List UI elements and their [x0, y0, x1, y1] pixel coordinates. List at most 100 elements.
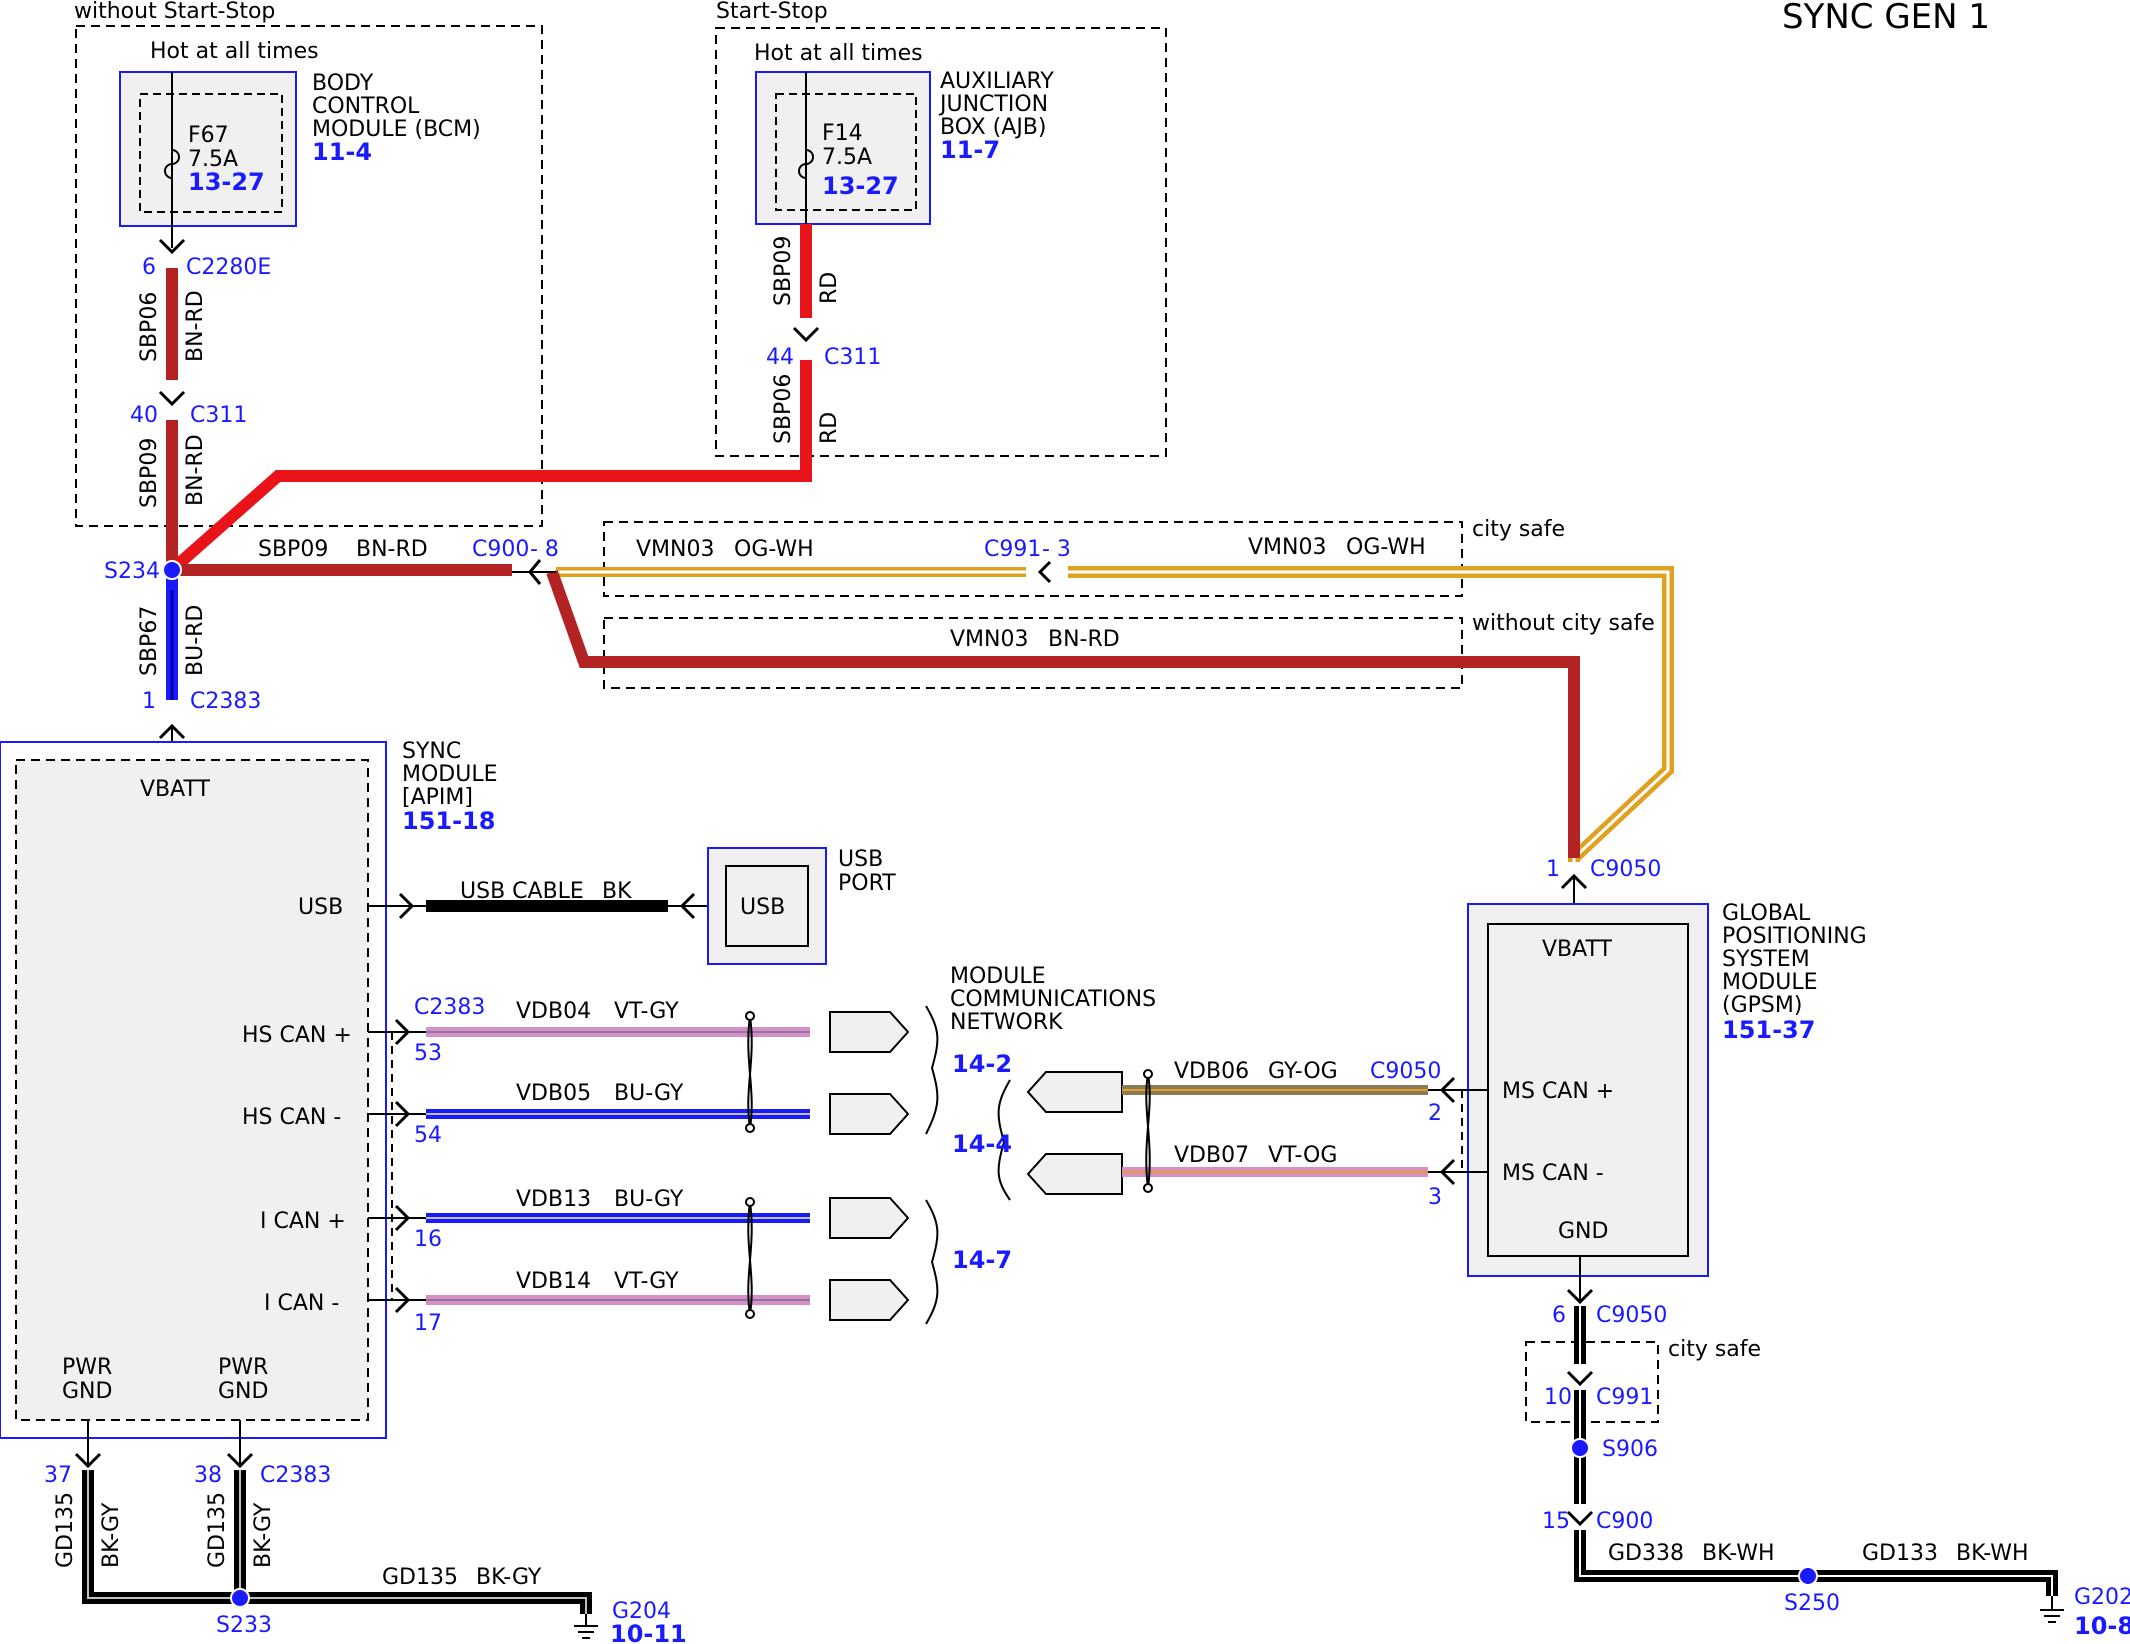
pin-38: 38 — [194, 1463, 222, 1488]
pin-c991-3: - 3 — [1042, 537, 1071, 562]
connector-c900: C900 — [472, 537, 529, 562]
pin-c9050-1: 1 — [1546, 857, 1560, 882]
label-gy-og: GY-OG — [1268, 1059, 1338, 1084]
gpsm-page-ref: 151-37 — [1722, 1016, 1815, 1044]
sync-module-inner — [15, 759, 369, 1421]
network-ref-14-4: 14-4 — [952, 1130, 1012, 1158]
pin-37: 37 — [44, 1463, 72, 1488]
right-ground-leads — [1566, 1256, 1594, 1527]
connector-c900-gnd: C900 — [1596, 1509, 1653, 1534]
sync-hs-can-minus: HS CAN - — [242, 1105, 341, 1130]
ajb-hot-label: Hot at all times — [754, 41, 923, 66]
label-bn-rd-vmn: BN-RD — [1048, 627, 1120, 652]
ajb-fuse-ref: 13-27 — [822, 172, 899, 200]
label-vdb06: VDB06 — [1174, 1059, 1249, 1084]
splice-s233-label: S233 — [216, 1613, 272, 1638]
splice-s250 — [1798, 1566, 1818, 1586]
pin-16: 16 — [414, 1227, 442, 1252]
pin-c2280e: 6 — [142, 255, 156, 280]
label-vt-og: VT-OG — [1268, 1143, 1337, 1168]
wire-gd135-h — [240, 1592, 592, 1614]
ground-g202-label: G202 — [2074, 1585, 2130, 1610]
pin-c9050-6: 6 — [1552, 1303, 1566, 1328]
bcm-hot-label: Hot at all times — [150, 39, 319, 64]
label-sbp09-ajb: SBP09 — [771, 236, 796, 306]
connector-c9050-mid: C9050 — [1370, 1059, 1441, 1084]
label-sbp67: SBP67 — [137, 606, 162, 676]
splice-s234 — [162, 560, 182, 580]
gpsm-name3: SYSTEM — [1722, 947, 1810, 972]
connector-c2383-gnd: C2383 — [260, 1463, 331, 1488]
connector-c991: C991 — [984, 537, 1041, 562]
sync-name-line1: SYNC — [402, 739, 461, 764]
label-sbp09-horizontal: SBP09 — [258, 537, 328, 562]
sync-gnd-2: GND — [218, 1379, 268, 1404]
pin-53: 53 — [414, 1041, 442, 1066]
label-bn-rd-2: BN-RD — [183, 434, 208, 506]
ajb-inner-box — [775, 93, 917, 211]
wire-gd133 — [1808, 1570, 2058, 1596]
can-lead-lines — [368, 1031, 426, 1301]
zone-city-safe — [603, 521, 1463, 597]
label-bn-rd-horizontal: BN-RD — [356, 537, 428, 562]
bcm-fuse-rating: 7.5A — [188, 147, 238, 172]
label-gd135-b: GD135 — [205, 1492, 230, 1568]
gpsm-name4: MODULE — [1722, 970, 1818, 995]
wire-vmn03-og-wh-2-stripe — [1068, 570, 1670, 862]
label-vdb13: VDB13 — [516, 1187, 591, 1212]
label-bk-gy-a: BK-GY — [99, 1502, 124, 1568]
splice-s906-label: S906 — [1602, 1437, 1658, 1462]
ground-g202-page: 10-8 — [2074, 1612, 2130, 1640]
connector-arrows — [158, 238, 1588, 890]
network-name2: COMMUNICATIONS — [950, 987, 1156, 1012]
bcm-name-line1: BODY — [312, 71, 374, 96]
connector-c9050-top: C9050 — [1590, 857, 1661, 882]
sync-i-can-plus: I CAN + — [260, 1209, 346, 1234]
connector-c2383-can: C2383 — [414, 995, 485, 1020]
usb-arrow-right — [679, 892, 696, 920]
label-vdb05: VDB05 — [516, 1081, 591, 1106]
wire-gd133-stripe — [1808, 1575, 2053, 1596]
zone-city-safe-lower — [1525, 1341, 1659, 1423]
zone-city-safe-lower-label: city safe — [1668, 1337, 1761, 1362]
network-connectors — [829, 1011, 1123, 1321]
usb-port-inner-label: USB — [740, 895, 785, 920]
label-sbp06-ajb: SBP06 — [771, 374, 796, 444]
connector-c2383-top: C2383 — [190, 689, 261, 714]
label-rd-1: RD — [817, 272, 842, 304]
label-sbp06-left: SBP06 — [137, 292, 162, 362]
label-vmn03-b: VMN03 — [1248, 535, 1326, 560]
pin-c311-left: 40 — [130, 403, 158, 428]
label-og-wh-a: OG-WH — [734, 537, 814, 562]
pin-c9050-3: 3 — [1428, 1185, 1442, 1210]
sync-hs-can-plus: HS CAN + — [242, 1023, 352, 1048]
label-bk-gy-h: BK-GY — [476, 1565, 542, 1590]
ajb-fuse-id: F14 — [822, 121, 863, 146]
sync-name-line3: [APIM] — [402, 785, 473, 810]
zone-start-stop — [715, 27, 1167, 457]
diagram-title: SYNC GEN 1 — [1782, 0, 1990, 37]
network-name3: NETWORK — [950, 1010, 1063, 1035]
bcm-fuse-id: F67 — [188, 123, 229, 148]
connector-c2280e: C2280E — [186, 255, 271, 280]
gpsm-name1: GLOBAL — [1722, 901, 1811, 926]
bcm-name-line3: MODULE (BCM) — [312, 117, 481, 142]
label-bu-gy-2: BU-GY — [614, 1187, 684, 1212]
gpsm-name5: (GPSM) — [1722, 993, 1802, 1018]
usb-cable-color: BK — [602, 879, 632, 904]
sync-pwr-2: PWR — [218, 1355, 268, 1380]
wire-sbp06-rd — [170, 360, 812, 573]
zone-without-start-stop — [75, 25, 543, 527]
label-vt-gy-2: VT-GY — [614, 1269, 679, 1294]
label-sbp09-left: SBP09 — [137, 438, 162, 508]
bcm-page-ref: 11-4 — [312, 138, 372, 166]
ground-g202-symbol — [2040, 1596, 2064, 1623]
label-vdb04: VDB04 — [516, 999, 591, 1024]
label-gd338: GD338 — [1608, 1541, 1684, 1566]
sync-pwr-1: PWR — [62, 1355, 112, 1380]
usb-arrow-left — [398, 892, 415, 920]
label-bn-rd-1: BN-RD — [183, 290, 208, 362]
sync-gnd-1: GND — [62, 1379, 112, 1404]
wire-vmn03-bn-rd — [546, 569, 1580, 858]
